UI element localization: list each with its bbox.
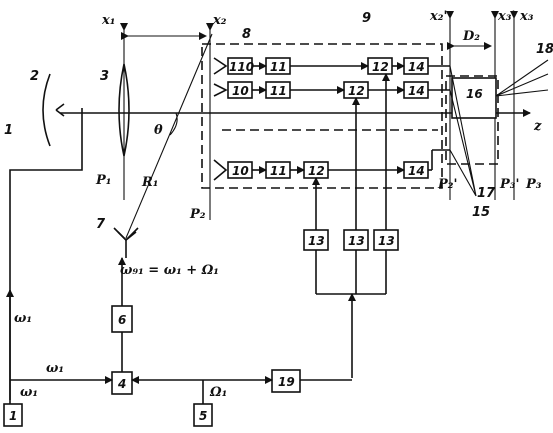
ref-1: 1: [4, 123, 13, 138]
block-13c-label: 13: [378, 234, 395, 248]
block-1-label: 1: [9, 409, 17, 423]
label-p3p: P₃': [499, 177, 519, 192]
block-10c-label: 10: [232, 164, 249, 178]
lens: [118, 63, 130, 157]
label-r1: R₁: [141, 175, 159, 190]
antenna-mirror: [9, 73, 83, 400]
block-14c-label: 14: [408, 164, 425, 178]
block-13a-label: 13: [308, 234, 325, 248]
label-x2: x₂: [212, 13, 227, 28]
block-14b-label: 14: [408, 84, 425, 98]
block-10a-label: 110: [229, 60, 254, 74]
label-omega-bottom: ω₁: [20, 385, 38, 400]
reference-numbers: 1 2 3 7 8 9 15 17 18: [4, 11, 553, 232]
label-x3p: x₃': [497, 9, 515, 24]
block-14a-label: 14: [408, 60, 425, 74]
block-11b-label: 11: [270, 84, 287, 98]
label-omega-left: ω₁: [14, 311, 32, 326]
ref-15: 15: [472, 205, 490, 220]
block-11a-label: 11: [270, 60, 287, 74]
block-5-label: 5: [199, 409, 207, 423]
axes: [60, 11, 531, 220]
block-labels: 1 4 5 6 110 10 10 11 11 11 12 12 12 13 1…: [9, 60, 483, 423]
channel-2: [227, 81, 450, 99]
lower-chain: [3, 257, 352, 427]
label-x3: x₃: [519, 9, 534, 24]
label-d2: D₂: [462, 29, 480, 44]
phase-shifters: [303, 73, 399, 378]
label-p1: P₁: [95, 173, 111, 188]
label-p2p: P₂': [437, 177, 457, 192]
axis-labels: x₁ x₂ x₂' x₃' x₃ D₂ z θ R₁ P₁ P₂ P₂' P₃'…: [14, 9, 542, 400]
label-theta: θ: [154, 123, 163, 138]
block-12a-label: 12: [372, 60, 389, 74]
block-11c-label: 11: [270, 164, 287, 178]
label-x2p: x₂': [429, 9, 447, 24]
ref-18: 18: [536, 42, 553, 57]
channel-n: [227, 149, 450, 179]
label-p3: P₃: [525, 177, 542, 192]
reference-antenna: [113, 227, 139, 258]
block-13b-label: 13: [348, 234, 365, 248]
ref-2: 2: [30, 69, 39, 84]
label-p2: P₂: [189, 207, 206, 222]
feed-array: [213, 57, 228, 181]
block-16-label: 16: [466, 87, 483, 101]
ref-7: 7: [96, 217, 106, 232]
block-19-label: 19: [278, 375, 295, 389]
block-4-label: 4: [117, 377, 126, 391]
ref-9: 9: [362, 11, 371, 26]
output-optics: [449, 59, 549, 197]
ref-17: 17: [477, 186, 496, 201]
ref-3: 3: [100, 69, 109, 84]
label-z: z: [533, 119, 542, 134]
label-omega-mid: ω₁: [46, 361, 64, 376]
label-x1: x₁: [101, 13, 115, 28]
block-12b-label: 12: [348, 84, 365, 98]
block-12c-label: 12: [308, 164, 325, 178]
label-omega-formula: ω₉₁ = ω₁ + Ω₁: [120, 263, 219, 278]
channel-1: [227, 57, 450, 75]
block-10b-label: 10: [232, 84, 249, 98]
outer-module: [201, 43, 499, 189]
block-6-label: 6: [118, 313, 126, 327]
ref-8: 8: [242, 27, 251, 42]
label-omega-cap: Ω₁: [209, 385, 227, 400]
